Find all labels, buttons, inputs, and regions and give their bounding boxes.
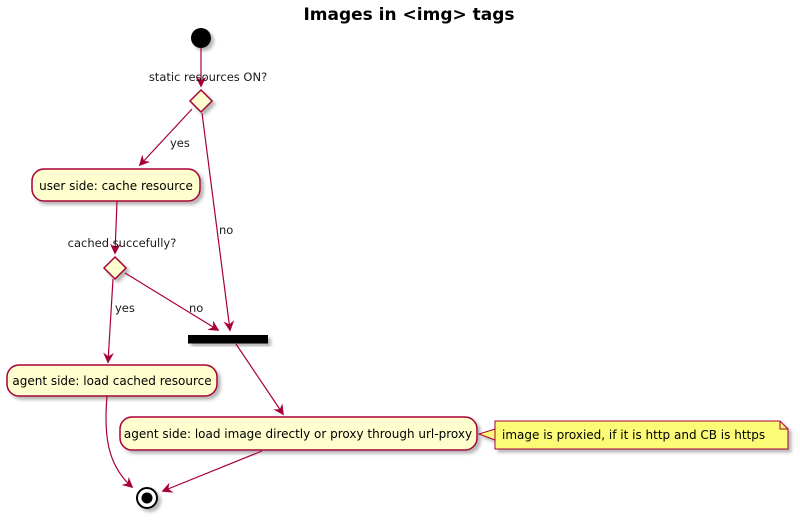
end-node-inner-dot-icon	[141, 492, 153, 504]
edge-activity2-to-end	[105, 395, 134, 489]
decision1-question-label: static resources ON?	[149, 70, 267, 84]
edge-bar-to-activity3	[235, 343, 284, 416]
decision2-question-label: cached succefully?	[68, 236, 177, 250]
note-pointer-icon	[477, 428, 496, 441]
decision2-yes-label: yes	[115, 301, 135, 315]
edge-activity3-to-end	[161, 450, 263, 493]
note	[494, 420, 789, 450]
activity-load-cached-label: agent side: load cached resource	[12, 374, 211, 388]
activity-cache-resource-label: user side: cache resource	[39, 179, 193, 193]
edge-decision2-no	[124, 272, 220, 331]
edge-activity1-to-decision2	[109, 200, 121, 255]
edge-decision2-yes	[103, 278, 114, 364]
decision1-yes-label: yes	[170, 136, 190, 150]
decision1-no-label: no	[219, 223, 233, 237]
decision1-diamond-icon	[188, 88, 214, 114]
activity-load-direct-label: agent side: load image directly or proxy…	[124, 427, 472, 441]
decision2-no-label: no	[189, 301, 203, 315]
activity-load-cached	[6, 364, 218, 397]
start-node-icon	[191, 28, 211, 48]
edge-decision1-no	[201, 112, 235, 332]
activity-cache-resource	[31, 168, 201, 202]
note-fold-icon	[779, 421, 788, 430]
edge-decision1-yes	[138, 108, 193, 167]
note-text: image is proxied, if it is http and CB i…	[502, 428, 765, 442]
diagram-title: Images in <img> tags	[303, 5, 514, 25]
activity-load-direct	[119, 416, 478, 451]
decision2-diamond-icon	[102, 255, 128, 281]
sync-bar	[188, 335, 268, 344]
